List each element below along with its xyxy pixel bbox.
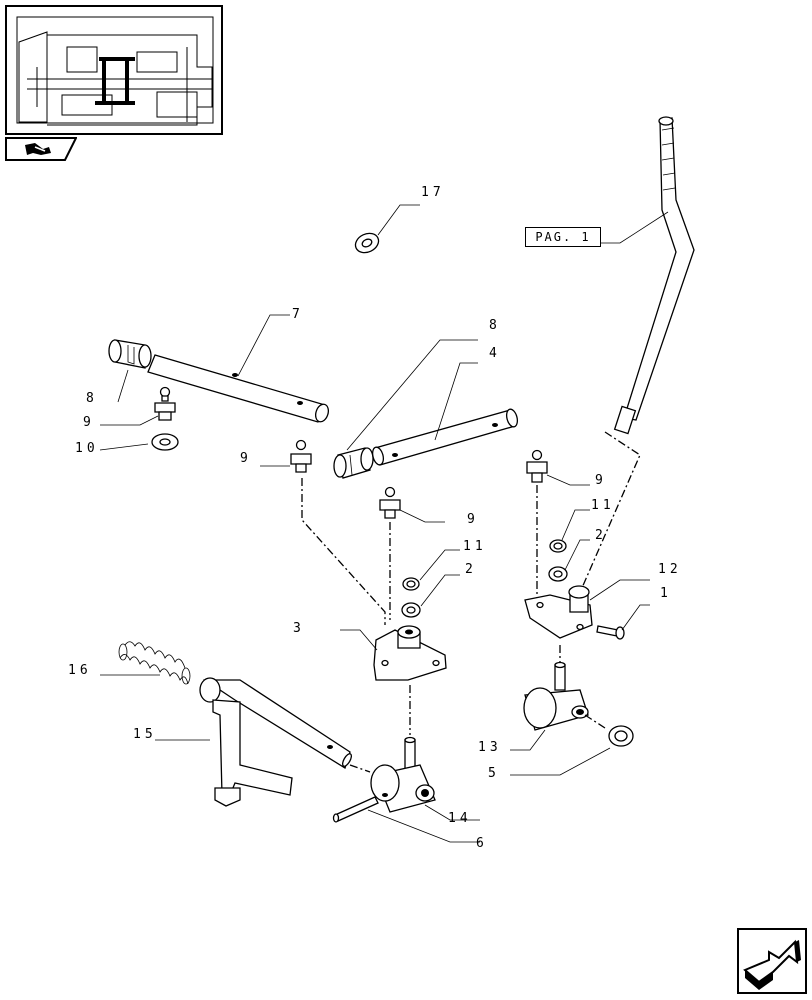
callout-12: 12 (658, 562, 682, 577)
part-6-roll-pin (332, 796, 379, 823)
page-reference-tag[interactable]: PAG. 1 (525, 227, 601, 247)
part-14-selector-block (370, 736, 436, 813)
callout-13: 13 (478, 740, 502, 755)
callout-7: 7 (292, 307, 304, 322)
view-tab-icon (5, 137, 78, 161)
callout-8-middle: 8 (489, 318, 501, 333)
callout-11-right: 11 (591, 498, 615, 513)
part-8-sleeve-left (108, 339, 152, 369)
part-12-lever (524, 585, 593, 639)
callout-2-right: 2 (595, 528, 607, 543)
thumbnail-tab[interactable] (5, 137, 78, 161)
callout-3: 3 (293, 621, 305, 636)
part-15-shift-fork (199, 677, 353, 807)
callout-17: 17 (421, 185, 445, 200)
part-2-washer-right (548, 566, 568, 582)
callout-5: 5 (488, 766, 500, 781)
transmission-overview-icon (16, 16, 214, 126)
part-3-selector-arm (373, 625, 447, 681)
next-page-button[interactable] (737, 928, 807, 994)
part-17-washer (354, 232, 380, 254)
part-9-ball-pin-right (526, 449, 548, 483)
callout-4: 4 (489, 346, 501, 361)
part-11-circlip-right (549, 539, 567, 553)
callout-16: 16 (68, 663, 92, 678)
callout-10: 10 (75, 441, 99, 456)
part-4-shift-rod (371, 408, 519, 466)
part-8-sleeve-middle (333, 447, 374, 479)
callout-6: 6 (476, 836, 488, 851)
callout-2-center: 2 (465, 562, 477, 577)
part-9-ball-pin-mid (290, 439, 312, 473)
part-10-washer (151, 433, 179, 451)
part-9-ball-pin-center (379, 486, 401, 519)
part-7-shift-rod (147, 354, 329, 423)
callout-1: 1 (660, 586, 672, 601)
callout-15: 15 (133, 727, 157, 742)
part-5-circlip (608, 725, 634, 747)
part-13-selector-block (523, 661, 589, 731)
part-2-washer-center (401, 602, 421, 618)
callout-8-left: 8 (86, 391, 98, 406)
callout-11-center: 11 (463, 539, 487, 554)
gear-lever (613, 116, 695, 435)
part-11-circlip-center (402, 577, 420, 591)
part-16-spring (118, 641, 191, 685)
assembly-thumbnail[interactable] (5, 5, 223, 135)
forward-arrow-icon (743, 939, 801, 990)
callout-9-left: 9 (83, 415, 95, 430)
callout-9-right: 9 (595, 473, 607, 488)
part-1-bolt (596, 625, 625, 640)
callout-14: 14 (448, 811, 472, 826)
part-9-ball-pin-left (154, 386, 176, 421)
callout-9-mid: 9 (240, 451, 252, 466)
callout-9-center: 9 (467, 512, 479, 527)
